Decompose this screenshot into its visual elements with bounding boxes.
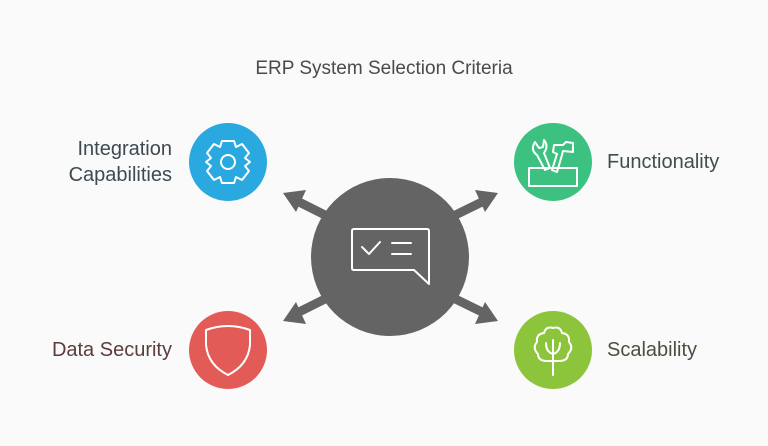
label-functionality: Functionality — [607, 151, 720, 173]
checklist-message-icon — [351, 228, 430, 285]
label-scalability: Scalability — [607, 339, 698, 361]
gear-icon — [205, 140, 251, 184]
label-integration-line2: Capabilities — [68, 164, 172, 186]
node-scalability — [514, 311, 592, 389]
shield-icon — [205, 325, 251, 376]
tree-icon — [533, 326, 573, 376]
label-security: Data Security — [51, 339, 172, 361]
node-integration — [189, 123, 267, 201]
toolbox-icon — [528, 139, 578, 187]
node-functionality — [514, 123, 592, 201]
diagram-title: ERP System Selection Criteria — [255, 58, 513, 79]
arrows — [283, 190, 498, 324]
label-integration: Integration Capabilities — [30, 136, 172, 188]
node-security — [189, 311, 267, 389]
label-integration-line1: Integration — [77, 138, 172, 160]
center-node — [311, 178, 469, 336]
